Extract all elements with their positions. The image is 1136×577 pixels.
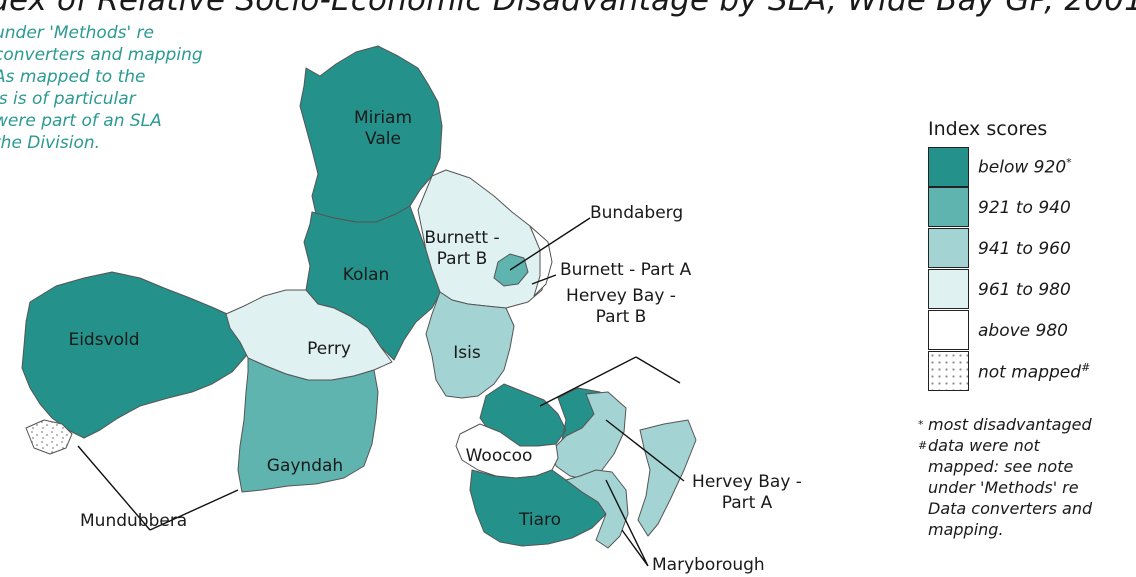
leader-mundubbera [77, 445, 239, 531]
footnote: *most disadvantaged [918, 415, 1092, 434]
region-mundubbera [25, 419, 73, 455]
label-burnett-part-a: Burnett - Part A [560, 260, 692, 280]
legend-item: not mapped# [928, 350, 1136, 392]
label-kolan: Kolan [343, 265, 390, 285]
region-miriam-vale [299, 45, 443, 223]
footnote: #data were not mapped: see note under 'M… [918, 436, 1093, 539]
legend-item: above 980 [928, 309, 1136, 351]
legend-item: 921 to 940 [928, 186, 1136, 228]
legend-label: 921 to 940 [978, 197, 1071, 218]
label-hervey-bay-part-a: Hervey Bay -Part A [692, 472, 802, 513]
label-woocoo: Woocoo [466, 446, 533, 466]
methods-note: under 'Methods' re converters and mappin… [0, 23, 203, 153]
leader-burnett-part-a [531, 274, 557, 285]
legend-swatch [928, 186, 969, 227]
label-isis: Isis [453, 343, 481, 363]
legend-label: not mapped# [978, 360, 1091, 383]
region-maryborough [565, 469, 629, 549]
footnotes: *most disadvantaged #data were not mapped… [918, 414, 1136, 540]
legend-label: below 920* [978, 155, 1072, 178]
label-gayndah: Gayndah [267, 456, 343, 476]
leader-hervey-bay-part-a [605, 419, 685, 482]
leader-bundaberg [509, 217, 591, 271]
region-kolan [303, 205, 443, 361]
legend-label: 961 to 980 [978, 279, 1071, 300]
legend-title: Index scores [928, 118, 1048, 140]
region-gayndah [237, 357, 379, 493]
region-tiaro [469, 469, 607, 547]
region-isis [425, 291, 515, 399]
region-eidsvold [21, 271, 251, 439]
legend-swatch [928, 268, 969, 309]
label-tiaro: Tiaro [518, 510, 561, 530]
legend-swatch [928, 146, 969, 187]
legend-swatch [928, 309, 969, 350]
label-mundubbera: Mundubbera [80, 511, 187, 531]
legend-item: below 920* [928, 146, 1136, 187]
leader-hervey-bay-part-b [539, 356, 681, 407]
label-bundaberg: Bundaberg [590, 203, 683, 223]
label-burnett-part-b: Burnett -Part B [424, 228, 499, 269]
map-title: Index of Relative Socio-Economic Disadva… [0, 0, 1136, 18]
label-eidsvold: Eidsvold [68, 330, 139, 350]
legend-swatch [928, 350, 969, 391]
legend-label: 941 to 960 [978, 238, 1071, 259]
label-perry: Perry [307, 339, 351, 359]
legend: Index scores below 920* 921 to 940 941 to … [928, 118, 1136, 392]
legend-label: above 980 [978, 320, 1068, 341]
label-hervey-bay-part-b: Hervey Bay -Part B [566, 286, 676, 327]
legend-item: 961 to 980 [928, 268, 1136, 310]
label-maryborough: Maryborough [652, 555, 765, 575]
legend-swatch [928, 227, 969, 268]
legend-item: 941 to 960 [928, 227, 1136, 269]
leader-maryborough [605, 479, 649, 567]
